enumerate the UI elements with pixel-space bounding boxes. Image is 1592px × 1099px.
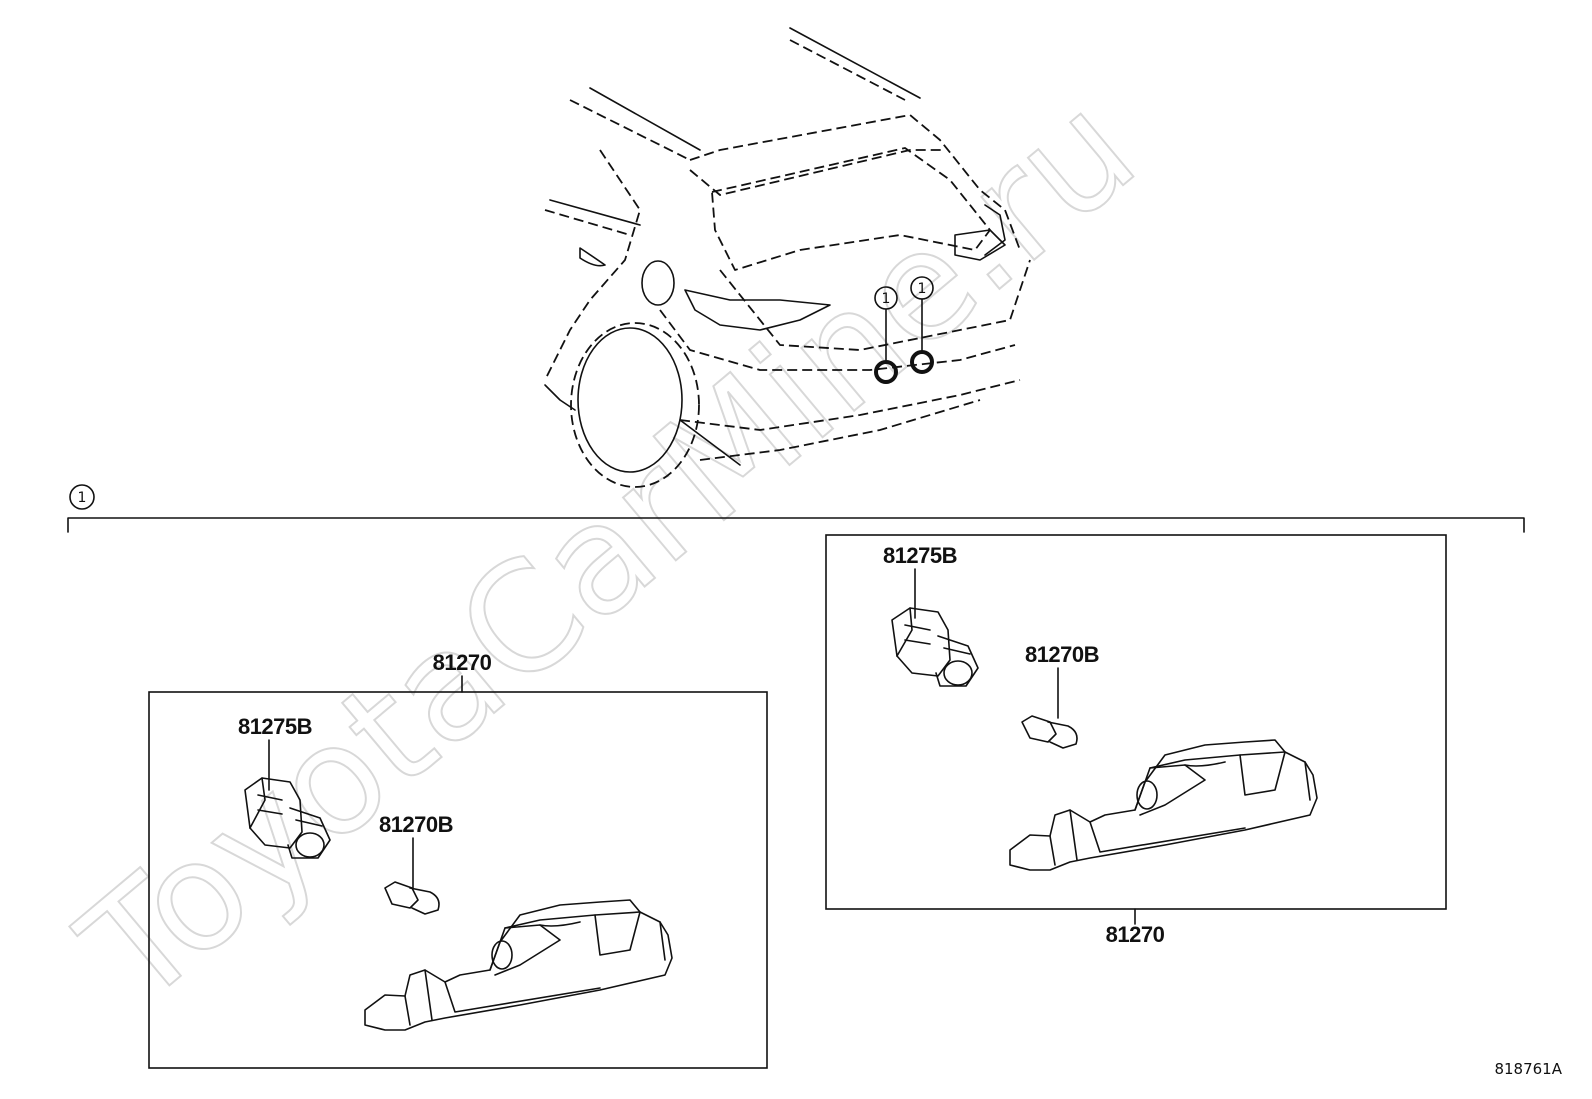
bulb-icon	[1021, 715, 1078, 749]
license-lamp-housing-icon	[1009, 739, 1318, 871]
assembly-label: 81270	[433, 650, 492, 675]
section-callout-number: 1	[78, 490, 87, 506]
car-rear-illustration: 1 1	[544, 27, 1031, 488]
bulb-label: 81270B	[379, 812, 453, 837]
callout-number: 1	[882, 291, 891, 307]
socket-label: 81275B	[238, 714, 312, 739]
socket-icon	[891, 607, 979, 687]
assembly-frame	[825, 534, 1447, 910]
bulb-icon	[384, 881, 440, 915]
assembly-left: 81270 81275B 81270B	[148, 650, 768, 1069]
drawing-id: 818761A	[1494, 1060, 1562, 1078]
license-lamp-housing-icon	[364, 899, 673, 1031]
callout-circle-left	[874, 286, 898, 310]
watermark: ToyotaCarMine.ru	[50, 61, 1168, 1039]
socket-label: 81275B	[883, 543, 957, 568]
section-bracket: 1	[67, 484, 1525, 533]
assembly-right: 81270 81275B 81270B	[825, 534, 1447, 947]
watermark-text: ToyotaCarMine.ru	[51, 62, 1167, 1038]
assembly-label: 81270	[1106, 922, 1165, 947]
callout-number: 1	[918, 281, 927, 297]
section-callout-circle	[69, 484, 95, 510]
callout-circle-right	[910, 276, 934, 300]
assembly-frame	[148, 691, 768, 1069]
bulb-label: 81270B	[1025, 642, 1099, 667]
socket-icon	[244, 777, 331, 859]
